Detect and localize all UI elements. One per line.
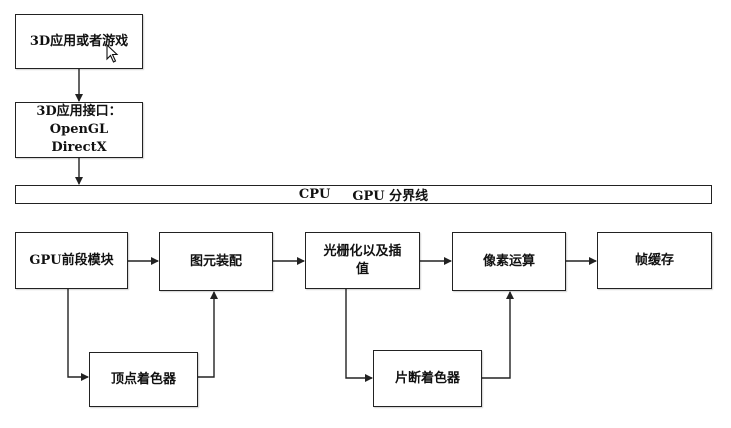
box-gpu-frontend-label: GPU前段模块	[29, 252, 114, 268]
cpu-gpu-divider: CPU GPU 分界线	[15, 185, 712, 204]
box-3d-app-or-game: 3D应用或者游戏	[15, 14, 143, 69]
box-framebuffer: 帧缓存	[597, 232, 712, 289]
arrow-frontend-to-vertex-shader	[67, 289, 89, 381]
mouse-pointer-icon	[106, 44, 119, 63]
divider-cpu-label: CPU	[298, 187, 331, 202]
box-fragment-shader: 片断着色器	[373, 350, 482, 407]
box-pixel-operations-label: 像素运算	[482, 253, 535, 269]
box-vertex-shader-label: 顶点着色器	[110, 371, 176, 387]
box-primitive-assembly: 图元装配	[159, 232, 273, 291]
box-3d-app-or-game-label: 3D应用或者游戏	[29, 33, 129, 49]
box-3d-api: 3D应用接口： OpenGL DirectX	[15, 102, 143, 158]
box-framebuffer-label: 帧缓存	[634, 252, 674, 268]
divider-gpu-label: GPU 分界线	[352, 189, 429, 204]
box-rasterization-label: 光栅化以及插 值	[323, 243, 402, 277]
box-vertex-shader: 顶点着色器	[89, 352, 198, 407]
box-fragment-shader-label: 片断着色器	[394, 370, 460, 386]
arrow-fragment-shader-to-pixel-ops	[482, 291, 514, 379]
arrow-vertex-shader-to-assembly	[198, 291, 218, 378]
box-3d-api-label: 3D应用接口： OpenGL DirectX	[36, 104, 122, 155]
arrow-raster-to-fragment-shader	[345, 289, 373, 382]
box-primitive-assembly-label: 图元装配	[189, 253, 242, 269]
box-gpu-frontend: GPU前段模块	[15, 232, 128, 289]
box-pixel-operations: 像素运算	[452, 232, 566, 291]
box-rasterization: 光栅化以及插 值	[305, 232, 420, 289]
